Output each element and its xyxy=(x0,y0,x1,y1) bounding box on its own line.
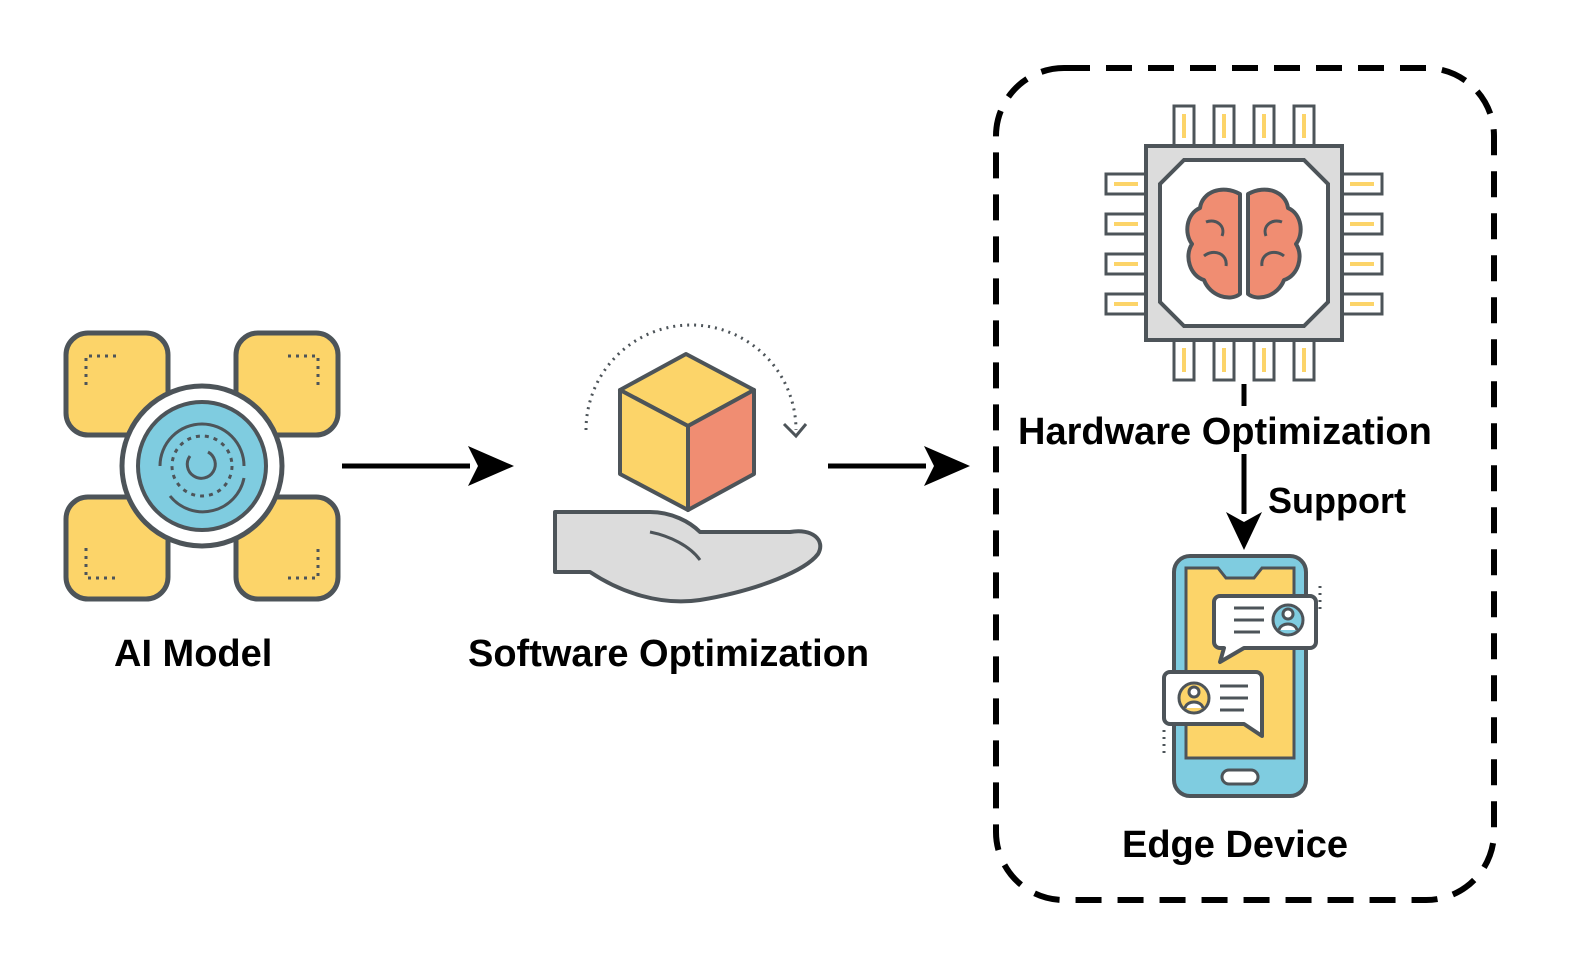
brain-chip-icon xyxy=(1104,104,1384,382)
software-optimization-label: Software Optimization xyxy=(468,633,870,675)
ai-model-icon xyxy=(63,330,341,602)
smartphone-chat-icon xyxy=(1162,554,1322,798)
arrow-software-to-hardware xyxy=(828,446,970,486)
cube-in-hand-icon xyxy=(553,323,823,604)
hardware-optimization-label: Hardware Optimization xyxy=(1018,411,1432,453)
support-edge-label: Support xyxy=(1268,480,1406,521)
arrow-ai-to-software xyxy=(342,446,514,486)
edge-device-label: Edge Device xyxy=(1122,824,1348,866)
device-group-boundary xyxy=(993,65,1497,903)
ai-model-label: AI Model xyxy=(114,633,273,675)
arrow-hardware-to-edge xyxy=(1226,384,1262,550)
